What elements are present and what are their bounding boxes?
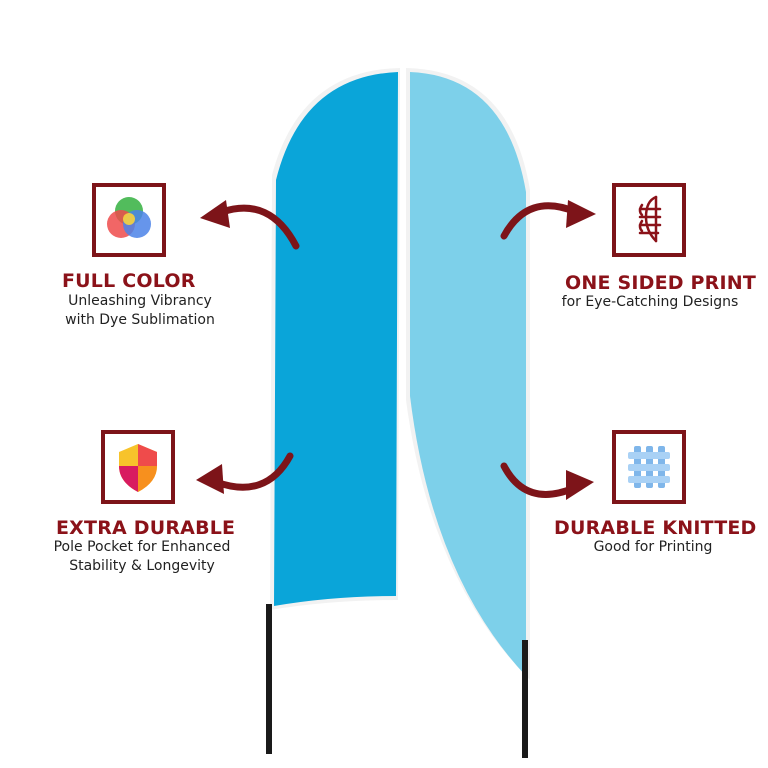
full-color-icon-box [92,183,166,257]
extra-durable-line1: Pole Pocket for Enhanced [53,539,231,555]
arrow-knitted [500,462,578,498]
shield-icon [119,444,157,492]
full-color-subtitle: Unleashing Vibrancy with Dye Sublimation [50,292,230,330]
arrow-one-sided [500,202,580,240]
knitted-icon-box [612,430,686,504]
color-wheel-icon [107,197,151,238]
knitted-subtitle: Good for Printing [558,538,748,557]
printed-fabric-icon [638,195,662,243]
knitted-line1: Good for Printing [593,539,713,555]
full-color-line2: with Dye Sublimation [65,312,215,328]
one-sided-subtitle: for Eye-Catching Designs [545,293,755,312]
left-pole [266,604,272,754]
full-color-title: FULL COLOR [62,270,196,292]
knitted-title: DURABLE KNITTED [554,517,757,539]
knit-mesh-icon [628,446,670,488]
extra-durable-line2: Stability & Longevity [69,558,215,574]
full-color-line1: Unleashing Vibrancy [68,293,212,309]
extra-durable-subtitle: Pole Pocket for Enhanced Stability & Lon… [35,538,249,576]
one-sided-icon-box [612,183,686,257]
arrow-extra-durable [212,452,294,491]
extra-durable-icon-box [101,430,175,504]
one-sided-line1: for Eye-Catching Designs [561,294,739,310]
right-pole [522,640,528,758]
arrow-full-color [218,204,300,250]
one-sided-title: ONE SIDED PRINT [565,272,757,294]
right-flag [406,68,530,758]
extra-durable-title: EXTRA DURABLE [56,517,236,539]
left-flag [266,68,400,754]
